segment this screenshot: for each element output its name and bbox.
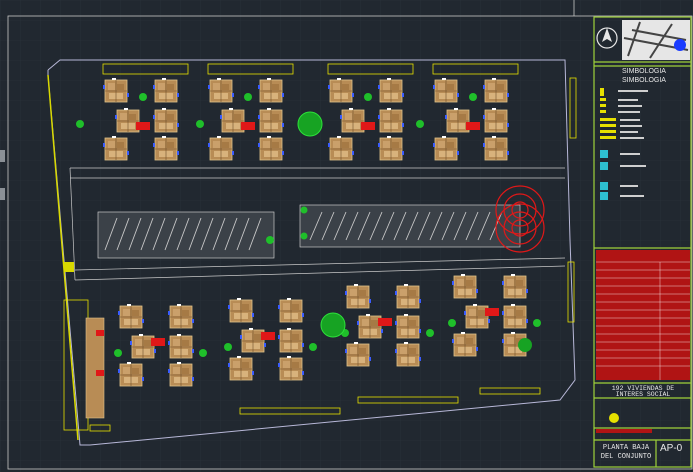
project-title-line-2: INTERES SOCIAL <box>615 391 671 398</box>
red-radius-marks <box>495 185 545 253</box>
project-title-line-1: 192 VIVIENDAS DE <box>611 385 675 392</box>
institution-seal <box>596 413 652 433</box>
trees-top <box>76 111 424 137</box>
north-arrow-icon <box>596 27 618 49</box>
road-lines <box>69 167 566 281</box>
left-strip-units <box>63 262 105 431</box>
symbology-heading-2: SIMBOLOGIA <box>622 77 666 84</box>
symbology-list <box>600 88 648 200</box>
top-housing-blocks <box>102 63 519 161</box>
parking-left <box>97 211 275 259</box>
title-block <box>593 16 692 468</box>
bottom-labels <box>89 77 577 432</box>
parking-right <box>299 204 521 248</box>
side-toolbar-icon <box>0 150 5 200</box>
plan-title-line-2: DEL CONJUNTO <box>600 453 652 461</box>
symbology-heading-1: SIMBOLOGIA <box>622 68 666 75</box>
sheet-number: AP-0 <box>660 443 683 454</box>
location-map-icon <box>622 20 690 60</box>
bottom-housing-blocks <box>114 273 541 387</box>
data-table <box>596 250 690 380</box>
plan-title-line-1: PLANTA BAJA <box>602 444 650 452</box>
site-boundary <box>47 59 576 446</box>
